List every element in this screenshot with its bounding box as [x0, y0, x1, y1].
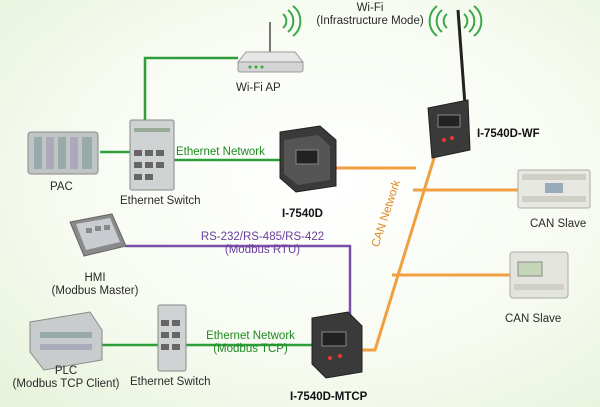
- plc-label-line2: (Modbus TCP Client): [12, 378, 120, 390]
- wifi-waves-wf-icon: [428, 5, 483, 37]
- hmi-label: HMI (Modbus Master): [40, 272, 150, 298]
- ethernet-network-label-1: Ethernet Network: [176, 146, 265, 158]
- i7540d-wf-icon: [427, 9, 471, 159]
- wifi-label-line1: Wi-Fi: [356, 2, 384, 14]
- modbus-tcp-label: (Modbus TCP): [213, 343, 288, 355]
- i7540d-label: I-7540D: [282, 208, 323, 220]
- ethernet-switch-1-icon: [129, 119, 175, 191]
- hmi-icon: [69, 213, 127, 257]
- wifi-label: Wi-Fi (Infrastructure Mode): [300, 2, 440, 28]
- pac-icon: [27, 131, 99, 175]
- ethernet-switch-label-1: Ethernet Switch: [120, 195, 201, 207]
- plc-label-line1: PLC: [54, 365, 78, 377]
- pac-label: PAC: [50, 181, 73, 193]
- can-slave-label-2: CAN Slave: [505, 313, 562, 325]
- i7540d-icon: [279, 125, 337, 193]
- serial-label: RS-232/RS-485/RS-422 (Modbus RTU): [190, 231, 335, 257]
- can-backbone: [358, 154, 437, 352]
- serial-label-line2: (Modbus RTU): [224, 244, 301, 256]
- hmi-label-line2: (Modbus Master): [51, 285, 139, 297]
- ethernet-network-label-2-line1: Ethernet Network: [206, 330, 295, 342]
- ethernet-switch-2-icon: [157, 304, 187, 372]
- serial-label-line1: RS-232/RS-485/RS-422: [200, 231, 325, 243]
- i7540d-mtcp-icon: [311, 311, 363, 379]
- plc-icon: [29, 311, 103, 371]
- can-slave-1-icon: [517, 169, 591, 209]
- can-slave-label-1: CAN Slave: [530, 218, 587, 230]
- plc-label: PLC (Modbus TCP Client): [0, 365, 132, 391]
- serial-line: [125, 244, 352, 318]
- wifi-ap-icon: [236, 22, 305, 73]
- hmi-label-line1: HMI: [84, 272, 106, 284]
- i7540d-mtcp-label: I-7540D-MTCP: [290, 391, 368, 403]
- wifi-ap-label: Wi-Fi AP: [236, 82, 281, 94]
- can-slave-2-icon: [509, 251, 569, 299]
- wifi-waves-ap-icon: [282, 5, 302, 37]
- wifi-label-line2: (Infrastructure Mode): [316, 15, 424, 27]
- i7540d-wf-label: I-7540D-WF: [477, 128, 540, 140]
- ethernet-switch-label-2: Ethernet Switch: [130, 376, 211, 388]
- ethernet-network-label-2: Ethernet Network (Modbus TCP): [188, 330, 313, 356]
